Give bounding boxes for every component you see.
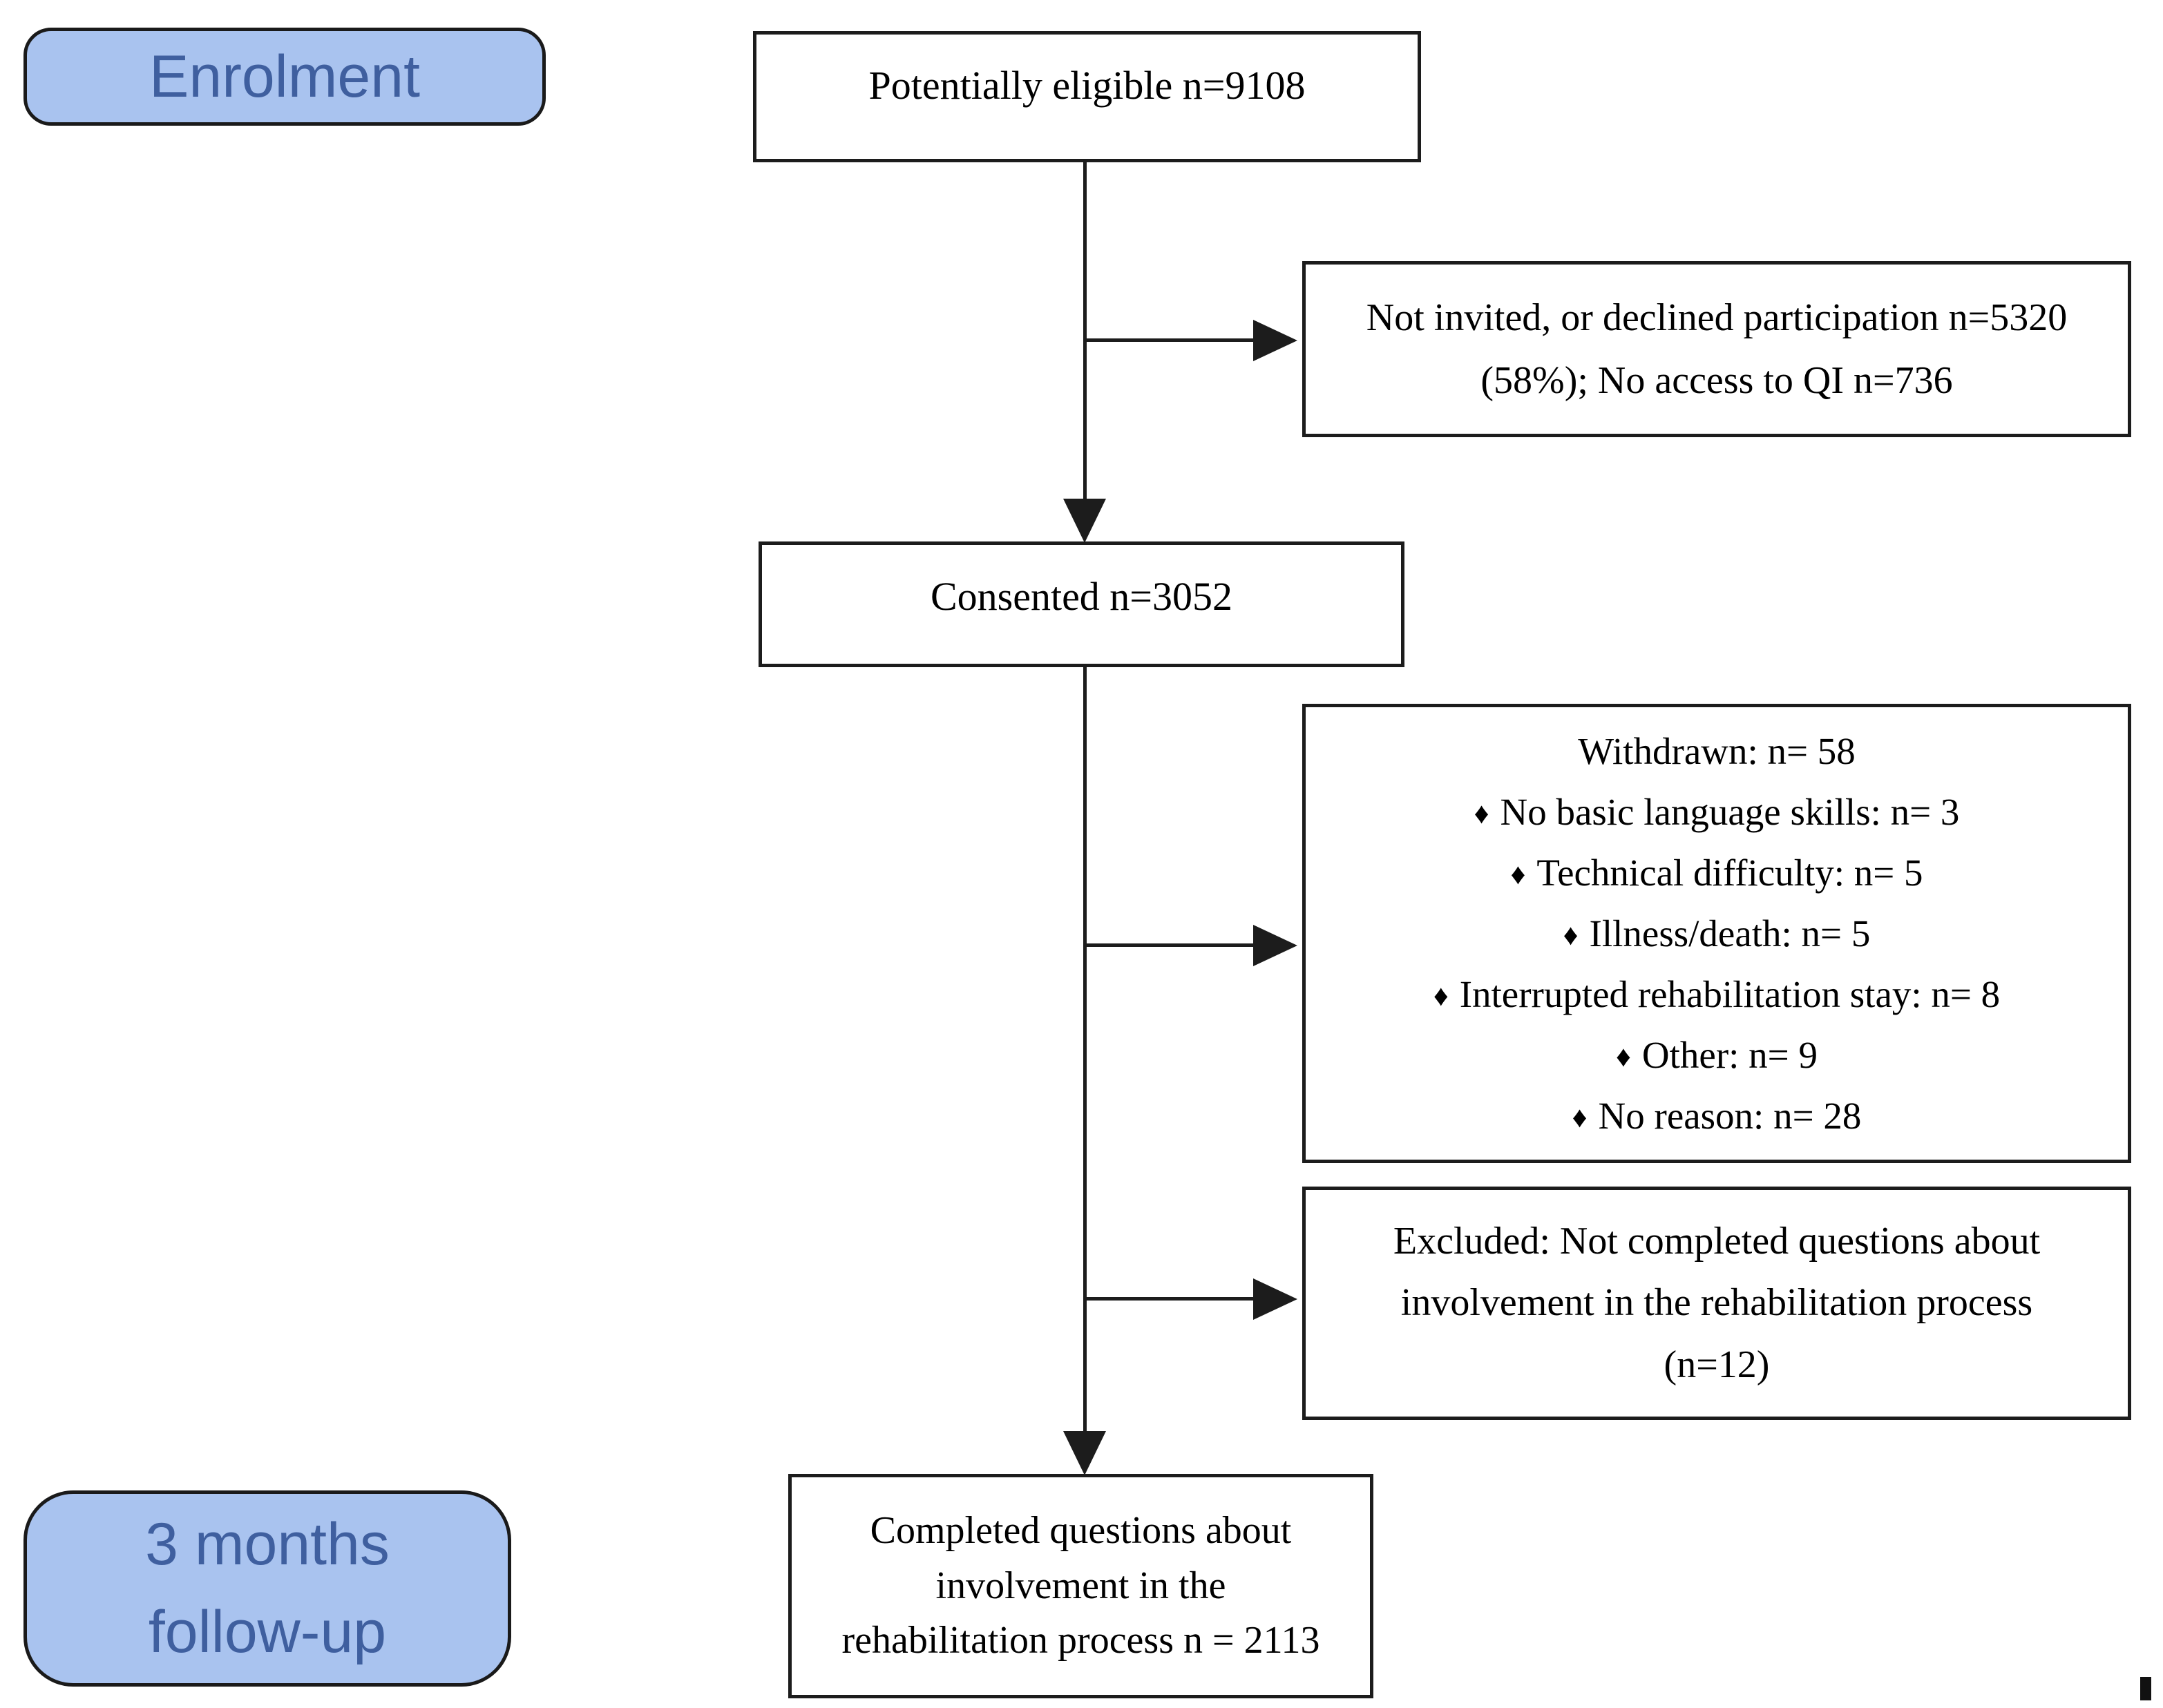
enrolment-stage-label-text: Enrolment <box>149 43 420 110</box>
diamond-bullet-icon: ♦ <box>1433 979 1449 1013</box>
completed-questions-box: Completed questions about involvement in… <box>788 1474 1373 1698</box>
diamond-bullet-icon: ♦ <box>1510 858 1526 891</box>
withdrawn-reason-text: Illness/death: n= 5 <box>1589 912 1871 954</box>
box-text-line: (58%); No access to QI n=736 <box>1480 358 1953 402</box>
withdrawn-reason-item: ♦ No reason: n= 28 <box>1572 1086 1862 1146</box>
connector-consented-to-completed <box>1083 666 1087 1434</box>
withdrawn-reason-item: ♦ Technical difficulty: n= 5 <box>1510 843 1923 903</box>
box-text-line: Potentially eligible n=9108 <box>868 62 1306 108</box>
enrolment-stage-label: Enrolment <box>23 28 546 126</box>
connector-eligible-to-consented <box>1083 162 1087 504</box>
diamond-bullet-icon: ♦ <box>1572 1101 1588 1134</box>
withdrawn-reason-text: Other: n= 9 <box>1641 1033 1818 1076</box>
diamond-bullet-icon: ♦ <box>1563 919 1579 952</box>
withdrawn-reason-item: ♦ Other: n= 9 <box>1616 1025 1818 1086</box>
withdrawn-reason-text: Interrupted rehabilitation stay: n= 8 <box>1459 972 2001 1015</box>
arrowhead-right-excluded <box>1253 1278 1297 1320</box>
excluded-box: Excluded: Not completed questions about … <box>1302 1187 2131 1420</box>
withdrawn-reason-item: ♦ Illness/death: n= 5 <box>1563 903 1871 964</box>
withdrawn-reason-text: No reason: n= 28 <box>1598 1094 1862 1137</box>
arrowhead-down-consented <box>1063 499 1106 543</box>
arrowhead-right-not-invited <box>1253 320 1297 361</box>
box-text-line: Excluded: Not completed questions about <box>1393 1219 2041 1263</box>
box-text-line: (n=12) <box>1664 1343 1770 1386</box>
box-text-line: Completed questions about <box>870 1509 1292 1553</box>
connector-branch-withdrawn <box>1083 943 1256 947</box>
box-text-line: Not invited, or declined participation n… <box>1366 296 2068 339</box>
box-text-line: rehabilitation process n = 2113 <box>841 1619 1320 1662</box>
potentially-eligible-box: Potentially eligible n=9108 <box>753 31 1421 162</box>
not-invited-box: Not invited, or declined participation n… <box>1302 261 2131 437</box>
connector-branch-not-invited <box>1083 338 1256 342</box>
box-text-line: Consented n=3052 <box>930 573 1233 619</box>
withdrawn-reason-item: ♦ No basic language skills: n= 3 <box>1474 782 1960 843</box>
withdrawn-box: Withdrawn: n= 58 ♦ No basic language skil… <box>1302 704 2131 1163</box>
withdrawn-reason-text: Technical difficulty: n= 5 <box>1536 851 1923 894</box>
followup-stage-label-line: follow-up <box>148 1599 387 1665</box>
withdrawn-reason-text: No basic language skills: n= 3 <box>1500 790 1960 833</box>
withdrawn-title: Withdrawn: n= 58 <box>1578 729 1856 772</box>
connector-branch-excluded <box>1083 1297 1256 1301</box>
followup-stage-label-line: 3 months <box>145 1510 390 1577</box>
box-text-line: involvement in the rehabilitation proces… <box>1400 1281 2033 1325</box>
followup-stage-label: 3 months follow-up <box>23 1490 511 1687</box>
diamond-bullet-icon: ♦ <box>1474 797 1489 830</box>
arrowhead-down-completed <box>1063 1431 1106 1475</box>
consented-box: Consented n=3052 <box>759 541 1404 667</box>
diamond-bullet-icon: ♦ <box>1616 1040 1631 1073</box>
arrowhead-right-withdrawn <box>1253 925 1297 966</box>
withdrawn-reason-item: ♦ Interrupted rehabilitation stay: n= 8 <box>1433 964 2000 1025</box>
scan-artifact-mark <box>2140 1677 2151 1700</box>
box-text-line: involvement in the <box>935 1564 1226 1607</box>
